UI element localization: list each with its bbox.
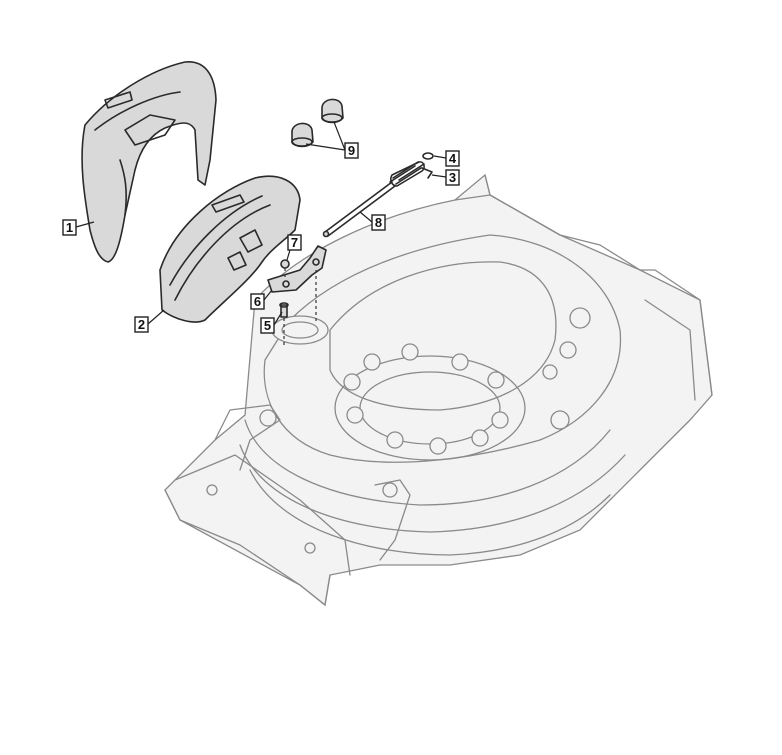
callout-8: 8 [371, 214, 386, 231]
svg-text:4: 4 [449, 151, 457, 166]
part-8-rod [322, 181, 396, 238]
callout-6: 6 [250, 293, 265, 310]
callout-7: 7 [287, 234, 302, 251]
callout-1: 1 [62, 219, 77, 236]
callout-2: 2 [134, 316, 149, 333]
part-7-nut [280, 259, 290, 269]
part-4-clip [422, 152, 434, 160]
blade-hub-ring [334, 343, 526, 461]
leader-9b [305, 143, 346, 151]
svg-text:1: 1 [66, 220, 73, 235]
svg-text:7: 7 [291, 235, 298, 250]
svg-text:6: 6 [254, 294, 261, 309]
svg-text:8: 8 [375, 215, 382, 230]
part-6-bracket [267, 245, 327, 293]
leader-6 [263, 289, 273, 301]
leader-8 [359, 211, 373, 223]
part-2-rear-guard [159, 175, 301, 323]
callout-3: 3 [445, 169, 460, 186]
part-9-caps [291, 98, 344, 148]
part-3-spring [389, 161, 433, 187]
callout-4: 4 [445, 150, 460, 167]
leader-5 [273, 311, 283, 326]
part-1-rear-cover [81, 61, 217, 263]
svg-text:2: 2 [138, 317, 145, 332]
leader-4 [433, 155, 447, 159]
leader-3 [431, 174, 447, 178]
svg-text:5: 5 [264, 318, 271, 333]
leader-1 [75, 221, 95, 228]
leader-2 [147, 309, 165, 325]
leader-9a [333, 121, 346, 151]
leader-7 [286, 249, 291, 261]
callout-5: 5 [260, 317, 275, 334]
svg-text:9: 9 [348, 143, 355, 158]
part-5-screw [279, 302, 289, 318]
svg-text:3: 3 [449, 170, 456, 185]
callout-9: 9 [344, 142, 359, 159]
